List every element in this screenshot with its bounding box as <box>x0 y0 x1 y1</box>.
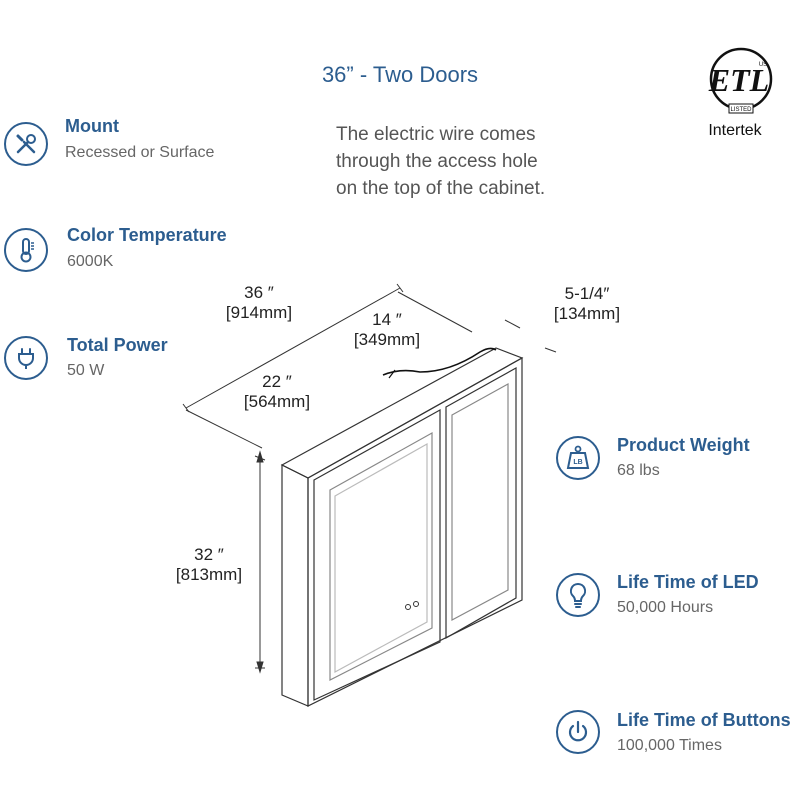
offset-inches: 22 ″ <box>262 372 292 391</box>
height-dimension: 32 ″ [813mm] <box>164 545 254 585</box>
wire-end <box>388 369 396 379</box>
offset-dimension: 22 ″ [564mm] <box>232 372 322 412</box>
svg-text:LB: LB <box>573 459 582 466</box>
touch-button <box>413 601 419 607</box>
depth-inches: 5-1/4″ <box>564 284 610 303</box>
note-line: The electric wire comes <box>336 124 536 145</box>
us-mark: US <box>759 62 767 68</box>
spec-value: 6000K <box>67 253 114 270</box>
right-door-led-frame <box>451 382 509 622</box>
spec-value: Recessed or Surface <box>65 144 215 161</box>
spec-value: 50 W <box>67 362 105 379</box>
dimension-line-access <box>397 291 473 333</box>
left-door <box>313 408 441 701</box>
wire-note: The electric wire comes through the acce… <box>336 121 636 202</box>
spec-value: 100,000 Times <box>617 737 722 754</box>
access-dimension: 14 ″ [349mm] <box>342 310 432 350</box>
dimension-line-depth <box>504 319 521 329</box>
depth-mm: [134mm] <box>553 304 621 323</box>
listed-badge: LISTED <box>730 107 752 113</box>
width-mm: [914mm] <box>225 303 293 322</box>
spec-label: Product Weight <box>617 435 750 455</box>
width-dimension: 36 ″ [914mm] <box>214 283 304 323</box>
etl-listed-logo: ETL US LISTED <box>708 47 773 114</box>
left-door-inner <box>334 442 428 674</box>
note-line: through the access hole <box>336 151 538 172</box>
height-inches: 32 ″ <box>194 545 224 564</box>
electric-wire <box>382 347 497 376</box>
power-button-icon <box>556 710 600 754</box>
access-inches: 14 ″ <box>372 310 402 329</box>
cabinet-side <box>281 464 309 707</box>
width-inches: 36 ″ <box>244 283 274 302</box>
height-mm: [813mm] <box>175 565 243 584</box>
offset-mm: [564mm] <box>243 392 311 411</box>
page-title: 36” - Two Doors <box>321 62 479 87</box>
right-door <box>445 366 517 640</box>
dimension-line-offset <box>185 409 263 449</box>
power-plug-icon <box>4 336 48 380</box>
access-mm: [349mm] <box>353 330 421 349</box>
touch-button <box>405 604 411 610</box>
tools-icon <box>4 122 48 166</box>
spec-label: Color Temperature <box>67 225 227 245</box>
thermometer-icon <box>4 228 48 272</box>
spec-label: Life Time of LED <box>617 572 759 592</box>
dimension-line-width <box>185 287 401 409</box>
spec-value: 68 lbs <box>617 462 660 479</box>
spec-value: 50,000 Hours <box>617 599 714 616</box>
spec-label: Mount <box>65 116 119 136</box>
depth-dimension: 5-1/4″ [134mm] <box>542 284 632 324</box>
left-door-led-frame <box>329 431 433 681</box>
spec-label: Total Power <box>67 335 168 355</box>
weight-icon: LB <box>556 436 600 480</box>
intertek-label: Intertek <box>708 122 762 139</box>
spec-label: Life Time of Buttons <box>617 710 791 730</box>
cabinet-front <box>307 356 523 707</box>
note-line: on the top of the cabinet. <box>336 178 546 199</box>
etl-mark: ETL <box>708 62 769 98</box>
lightbulb-icon <box>556 573 600 617</box>
